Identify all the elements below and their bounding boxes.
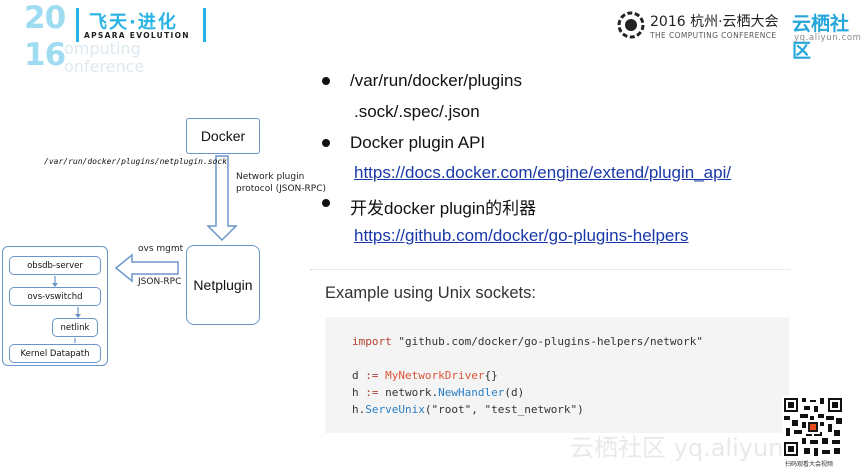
obsdb-server-node: obsdb-server [9,256,101,275]
docker-node: Docker [186,118,260,154]
bullet-1-subtext: .sock/.spec/.json [354,102,480,121]
network-plugin-protocol-label: Network plugin protocol (JSON-RPC) [236,171,326,195]
bullet-1-text: /var/run/docker/plugins [350,71,522,90]
json-rpc-label: JSON-RPC [138,277,182,287]
code-line-serve: h.ServeUnix("root", "test_network") [352,401,584,418]
apsara-logo-en: APSARA EVOLUTION [84,31,190,40]
qr-code-icon [782,396,844,458]
bullet-dot [322,199,330,207]
apsara-logo-frame [76,8,206,42]
code-line-import: import "github.com/docker/go-plugins-hel… [352,333,703,350]
code-text: ("root", "test_network") [424,403,584,416]
netlink-node: netlink [52,318,98,337]
apsara-logo-cn: 飞天·进化 [89,12,178,33]
code-text: network. [378,386,439,399]
faded-computing-text: omputing [64,39,141,58]
kernel-datapath-node: Kernel Datapath [9,344,101,363]
code-line-handler: h := network.NewHandler(d) [352,384,524,401]
code-operator: := [365,386,379,399]
bullet-2-text: Docker plugin API [350,133,486,152]
bullet-dot [322,139,330,147]
section-divider [310,269,790,271]
conference-title: 2016 杭州·云栖大会 [650,14,779,30]
year-top: 20 [24,0,66,36]
down-arrow-icon [206,155,238,242]
diagram-arrows [52,155,238,343]
code-string: "github.com/docker/go-plugins-helpers/ne… [398,335,704,348]
yunqi-community-logo: 云栖社区 [792,13,850,62]
ovs-vswitchd-node: ovs-vswitchd [9,287,101,306]
socket-path-label: /var/run/docker/plugins/netplugin.sock [44,157,228,166]
docker-plugin-api-link[interactable]: https://docs.docker.com/engine/extend/pl… [354,163,732,182]
code-function: NewHandler [438,386,505,399]
computing-conference-logo-icon [617,11,645,39]
code-text: h [352,386,366,399]
ovs-mgmt-label: ovs mgmt [138,244,184,254]
code-block: import "github.com/docker/go-plugins-hel… [325,317,789,433]
code-keyword: import [352,335,392,348]
conference-subtitle: THE COMPUTING CONFERENCE [650,31,777,40]
qr-caption: 扫码观看大会视频 [785,461,834,468]
year-bottom: 16 [24,37,66,73]
code-text: d [352,369,366,382]
protocol-line-2: protocol (JSON-RPC) [236,184,326,194]
netplugin-node: Netplugin [186,245,260,325]
code-text: {} [484,369,498,382]
faded-conference-text: onference [64,57,145,76]
code-function: ServeUnix [365,403,425,416]
left-arrow-icon [114,253,179,283]
yunqi-community-url: yq.aliyun.com [794,33,862,43]
code-function: MyNetworkDriver [385,369,485,382]
ovs-container [2,246,108,366]
bullet-dot [322,77,330,85]
protocol-line-1: Network plugin [236,172,305,182]
code-operator: := [365,369,379,382]
code-text: (d) [504,386,525,399]
example-title: Example using Unix sockets: [325,284,536,302]
code-text: h. [352,403,366,416]
go-plugins-helpers-link[interactable]: https://github.com/docker/go-plugins-hel… [354,226,689,245]
bullet-3-text: 开发docker plugin的利器 [350,199,537,218]
code-line-driver: d := MyNetworkDriver{} [352,367,498,384]
